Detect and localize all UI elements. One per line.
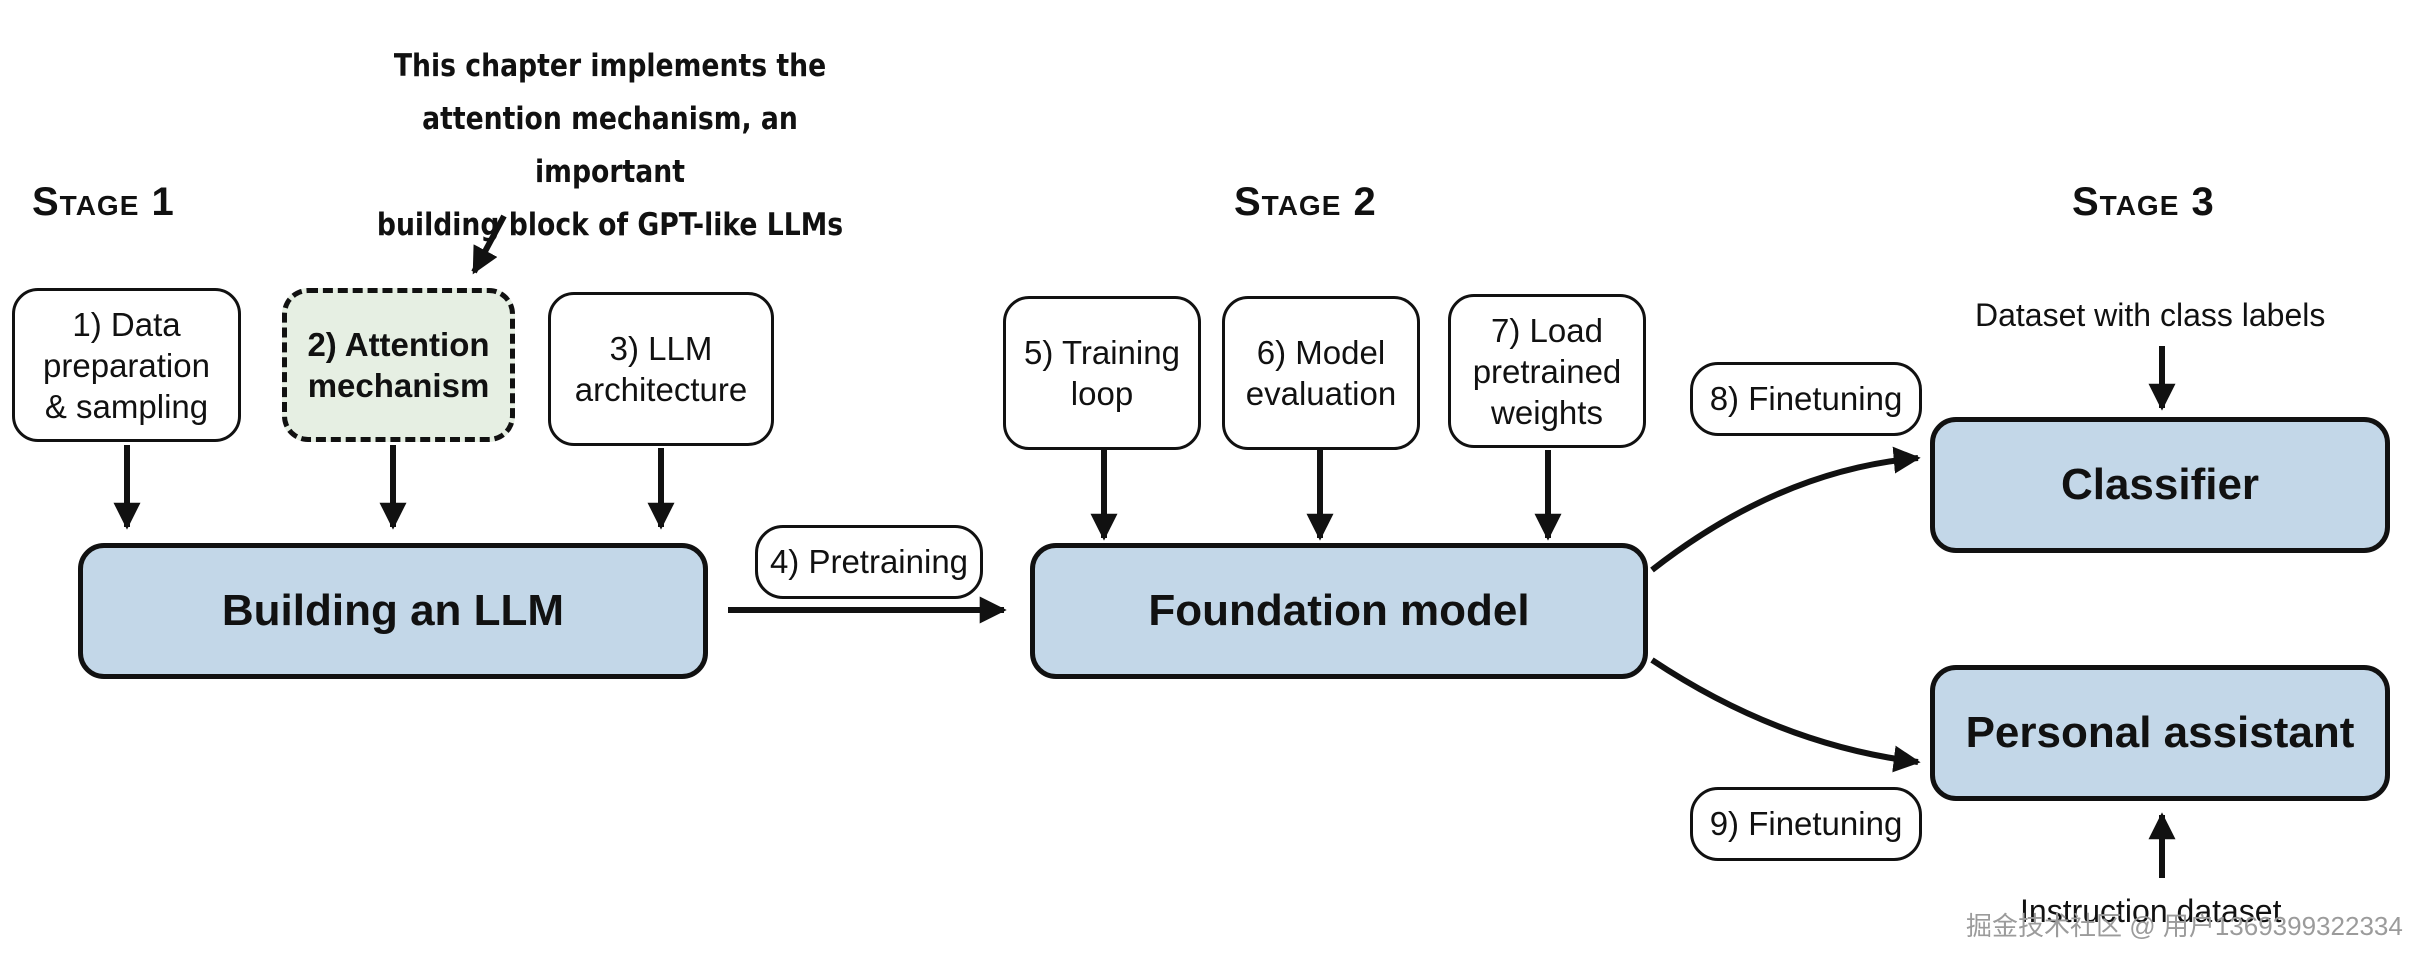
stage-3-title: Stage 3 — [2072, 180, 2215, 224]
arrow-to-assistant — [1650, 657, 1921, 773]
step-finetuning-9: 9) Finetuning — [1690, 787, 1922, 861]
step-llm-architecture: 3) LLM architecture — [548, 292, 774, 446]
watermark: 掘金技术社区 @ 用户1369399322334 — [1966, 911, 2403, 941]
instruction-dataset-label: Instruction dataset — [2020, 893, 2282, 929]
step-finetuning-8: 8) Finetuning — [1690, 362, 1922, 436]
step-model-evaluation: 6) Model evaluation — [1222, 296, 1420, 450]
step-training-loop: 5) Training loop — [1003, 296, 1201, 450]
step-attention-mechanism: 2) Attention mechanism — [282, 288, 515, 442]
stage-1-title: Stage 1 — [32, 180, 175, 224]
building-llm-block: Building an LLM — [78, 543, 708, 679]
step-load-pretrained-weights: 7) Load pretrained weights — [1448, 294, 1646, 448]
step-pretraining: 4) Pretraining — [755, 525, 983, 599]
stage-2-title: Stage 2 — [1234, 180, 1377, 224]
step-data-preparation: 1) Data preparation & sampling — [12, 288, 241, 442]
arrow-to-classifier — [1650, 446, 1921, 573]
chapter-annotation: This chapter implements the attention me… — [376, 48, 844, 243]
annotation-arrow — [471, 214, 507, 275]
class-labels-dataset-label: Dataset with class labels — [1975, 297, 2326, 333]
personal-assistant-block: Personal assistant — [1930, 665, 2390, 801]
foundation-model-block: Foundation model — [1030, 543, 1648, 679]
classifier-block: Classifier — [1930, 417, 2390, 553]
